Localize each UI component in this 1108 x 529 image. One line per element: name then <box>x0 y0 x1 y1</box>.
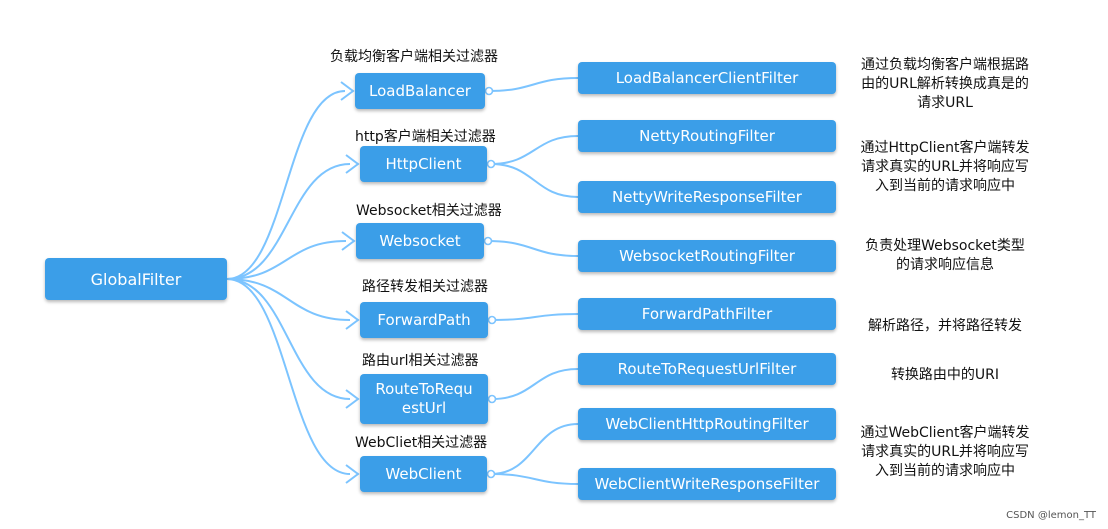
connector-dot-icon <box>484 86 494 96</box>
group-node-label: RouteToRequ estUrl <box>375 380 472 418</box>
connector-dot-icon <box>487 394 497 404</box>
group-caption-routetorequesturl: 路由url相关过滤器 <box>362 353 479 369</box>
filter-node-label: WebClientWriteResponseFilter <box>594 474 820 493</box>
description-line: 入到当前的请求响应中 <box>875 178 1015 194</box>
connector-dot-icon <box>486 159 496 169</box>
root-node-globalfilter[interactable]: GlobalFilter <box>45 258 227 300</box>
description-line: 请求真实的URL并将响应写 <box>861 444 1029 460</box>
description-line: 转换路由中的URI <box>890 367 1000 383</box>
filter-node-label: ForwardPathFilter <box>641 304 773 323</box>
description-line: 请求URL <box>917 95 973 111</box>
filter-node-forwardpathfilter[interactable]: ForwardPathFilter <box>578 298 836 330</box>
connector-group-1-filter-1 <box>490 163 579 198</box>
group-node-label-line: estUrl <box>401 399 447 417</box>
group-node-label-line: RouteToRequ <box>375 380 473 398</box>
connector-arrow-icon <box>345 154 360 174</box>
group-caption-websocket: Websocket相关过滤器 <box>356 203 502 219</box>
filter-node-label: WebClientHttpRoutingFilter <box>605 414 809 433</box>
connector-group-5-filter-0 <box>490 423 579 475</box>
description-line: 解析路径，并将路径转发 <box>868 318 1022 334</box>
connector-group-1-filter-0 <box>490 135 579 165</box>
filter-node-loadbalancerclientfilter[interactable]: LoadBalancerClientFilter <box>578 62 836 94</box>
filter-node-routetorequesturlfilter[interactable]: RouteToRequestUrlFilter <box>578 353 836 385</box>
connector-root-group-2 <box>226 240 347 280</box>
filter-node-webclientwriteresponsefilter[interactable]: WebClientWriteResponseFilter <box>578 468 836 500</box>
filter-node-label: LoadBalancerClientFilter <box>615 68 799 87</box>
description-line: 通过WebClient客户端转发 <box>860 425 1030 441</box>
connector-dot-icon <box>487 315 497 325</box>
connector-group-4-filter-0 <box>491 368 579 400</box>
group-node-forwardpath[interactable]: ForwardPath <box>360 302 488 338</box>
description-line: 入到当前的请求响应中 <box>875 463 1015 479</box>
group-node-label: HttpClient <box>385 154 462 173</box>
connector-root-group-3 <box>226 278 351 321</box>
connector-arrow-icon <box>340 81 355 101</box>
group-node-websocket[interactable]: Websocket <box>356 223 484 259</box>
connector-arrow-icon <box>345 464 360 484</box>
group-node-httpclient[interactable]: HttpClient <box>360 146 487 182</box>
group-description-forwardpath: 解析路径，并将路径转发 <box>845 317 1045 336</box>
connector-group-5-filter-1 <box>490 473 579 485</box>
description-line: 通过HttpClient客户端转发 <box>860 140 1030 156</box>
group-description-routetorequesturl: 转换路由中的URI <box>845 366 1045 385</box>
root-node-label: GlobalFilter <box>90 269 182 289</box>
filter-node-label: WebsocketRoutingFilter <box>619 246 795 265</box>
connector-arrow-icon <box>341 231 356 251</box>
group-node-routetorequesturl[interactable]: RouteToRequ estUrl <box>360 374 488 424</box>
filter-node-nettywriteresponsefilter[interactable]: NettyWriteResponseFilter <box>578 181 836 213</box>
group-description-httpclient: 通过HttpClient客户端转发 请求真实的URL并将响应写 入到当前的请求响… <box>845 139 1045 196</box>
description-line: 的请求响应信息 <box>896 257 994 273</box>
connector-root-group-5 <box>226 278 351 475</box>
group-node-label: WebClient <box>385 464 462 483</box>
connector-group-0-filter-0 <box>488 77 579 92</box>
filter-node-webclienthttproutingfilter[interactable]: WebClientHttpRoutingFilter <box>578 408 836 440</box>
description-line: 通过负载均衡客户端根据路 <box>861 57 1029 73</box>
filter-node-label: NettyRoutingFilter <box>639 126 775 145</box>
group-node-webclient[interactable]: WebClient <box>360 456 487 492</box>
connector-root-group-0 <box>226 90 346 280</box>
group-node-label: ForwardPath <box>377 310 471 329</box>
description-line: 负责处理Websocket类型 <box>865 238 1025 254</box>
filter-node-label: NettyWriteResponseFilter <box>612 187 802 206</box>
filter-node-label: RouteToRequestUrlFilter <box>617 359 797 378</box>
watermark: CSDN @lemon_TT <box>1006 510 1096 521</box>
description-line: 由的URL解析转换成真是的 <box>861 76 1029 92</box>
connector-dot-icon <box>486 469 496 479</box>
connector-arrow-icon <box>345 310 360 330</box>
connector-group-3-filter-0 <box>491 313 579 321</box>
group-description-websocket: 负责处理Websocket类型 的请求响应信息 <box>845 237 1045 275</box>
group-caption-webclient: WebCliet相关过滤器 <box>355 435 488 451</box>
connector-root-group-1 <box>226 163 351 280</box>
connector-root-group-4 <box>226 278 351 400</box>
group-description-webclient: 通过WebClient客户端转发 请求真实的URL并将响应写 入到当前的请求响应… <box>845 424 1045 481</box>
group-caption-httpclient: http客户端相关过滤器 <box>355 129 496 145</box>
connector-arrow-icon <box>345 389 360 409</box>
group-node-loadbalancer[interactable]: LoadBalancer <box>355 73 485 109</box>
group-caption-loadbalancer: 负载均衡客户端相关过滤器 <box>330 49 498 65</box>
description-line: 请求真实的URL并将响应写 <box>861 159 1029 175</box>
connector-group-2-filter-0 <box>487 240 579 257</box>
group-node-label: Websocket <box>379 231 461 250</box>
filter-node-nettyroutingfilter[interactable]: NettyRoutingFilter <box>578 120 836 152</box>
filter-node-websocketroutingfilter[interactable]: WebsocketRoutingFilter <box>578 240 836 272</box>
group-caption-forwardpath: 路径转发相关过滤器 <box>362 279 488 295</box>
group-node-label: LoadBalancer <box>369 81 471 100</box>
connector-dot-icon <box>483 236 493 246</box>
group-description-loadbalancer: 通过负载均衡客户端根据路 由的URL解析转换成真是的 请求URL <box>845 56 1045 113</box>
